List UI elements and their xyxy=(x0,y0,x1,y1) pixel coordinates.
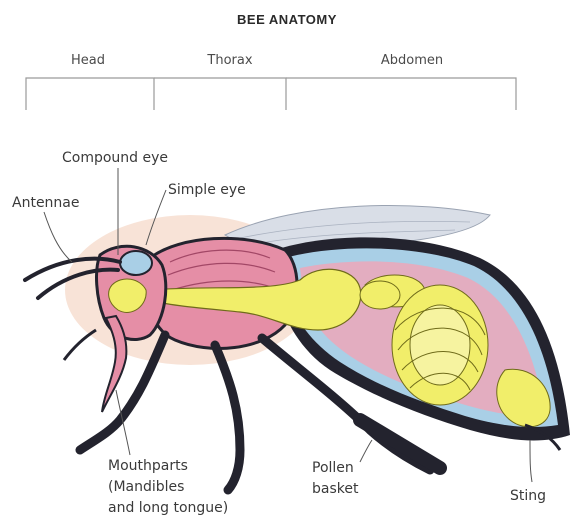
pollen-basket-shape xyxy=(360,420,440,468)
label-pollen-line1: Pollen xyxy=(312,460,354,476)
label-mouthparts-line3: and long tongue) xyxy=(108,500,228,516)
label-mouthparts-line1: Mouthparts xyxy=(108,458,188,474)
label-simple-eye: Simple eye xyxy=(168,182,246,198)
head-bracket xyxy=(26,78,154,110)
leader-antennae xyxy=(44,212,72,262)
label-mouthparts-line2: (Mandibles xyxy=(108,479,184,495)
label-antennae: Antennae xyxy=(12,195,80,211)
section-label-head: Head xyxy=(71,53,105,68)
label-sting: Sting xyxy=(510,488,546,504)
section-label-thorax: Thorax xyxy=(206,53,252,68)
bee-illustration xyxy=(25,205,570,490)
label-pollen-line2: basket xyxy=(312,481,359,497)
section-label-abdomen: Abdomen xyxy=(381,53,443,68)
compound-eye-shape xyxy=(120,251,152,275)
leader-sting xyxy=(530,440,532,482)
diagram-title: BEE ANATOMY xyxy=(237,12,337,27)
section-brackets xyxy=(26,78,516,110)
abdomen-bracket xyxy=(286,78,516,110)
label-compound-eye: Compound eye xyxy=(62,150,168,166)
thorax-bracket xyxy=(154,78,286,110)
leader-pollen-basket xyxy=(360,440,372,462)
